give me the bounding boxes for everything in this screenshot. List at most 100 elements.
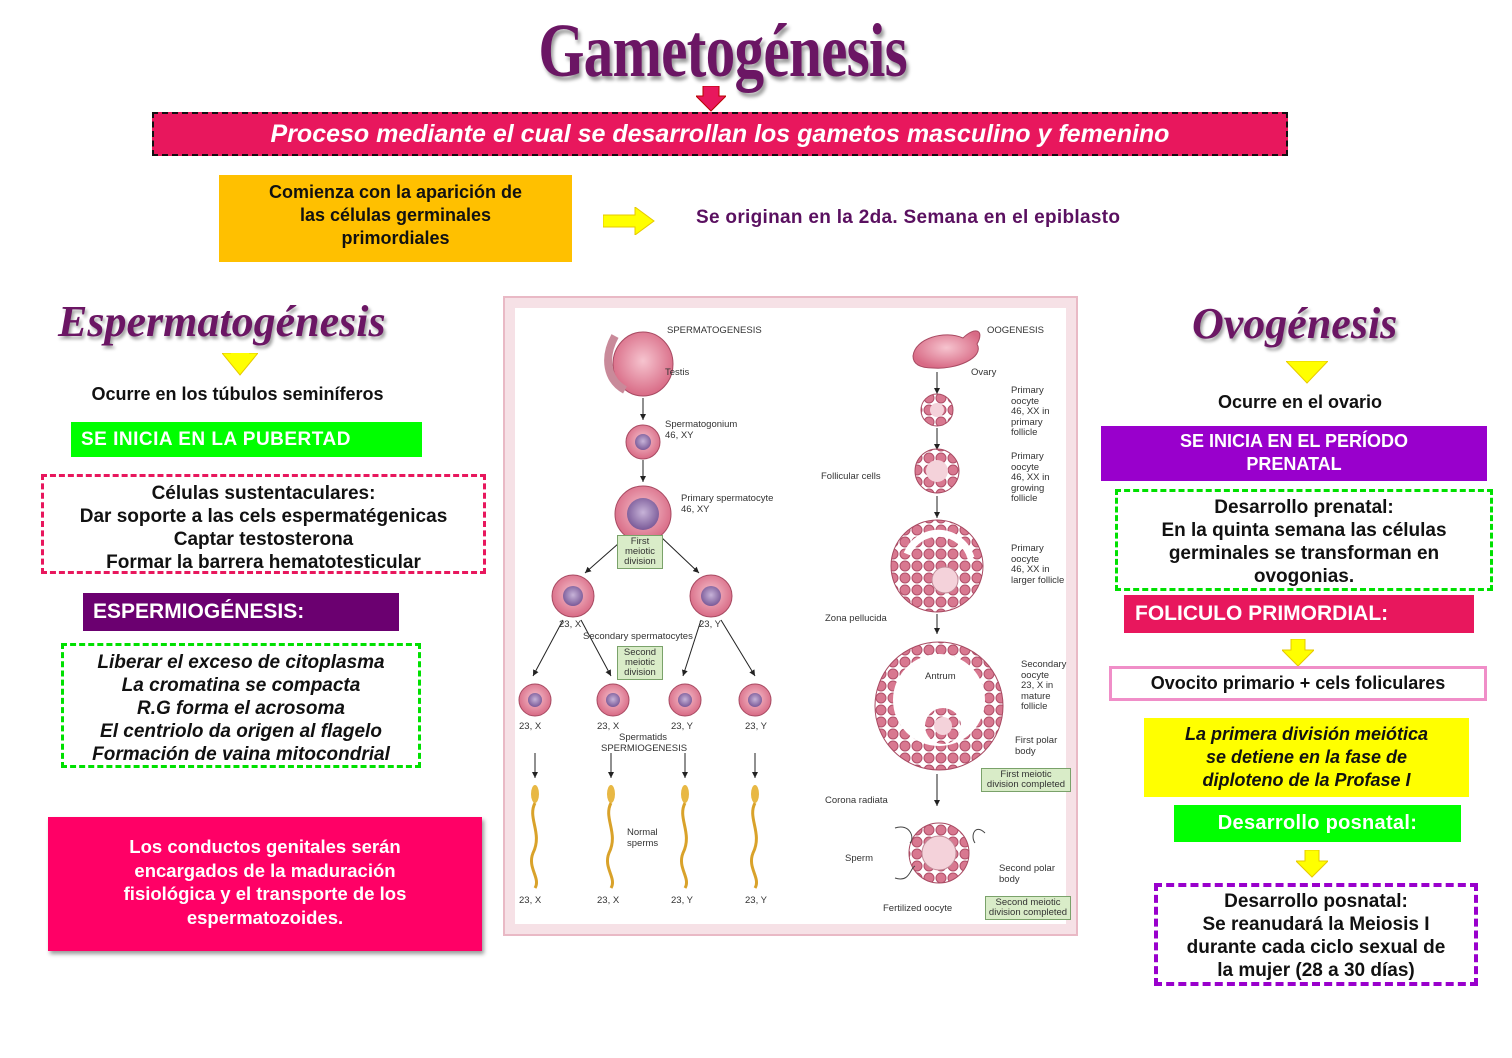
- fig-text: Second meiotic: [995, 897, 1061, 908]
- zona-pellucida-label: Zona pellucida: [825, 613, 887, 624]
- meiosis-arrest-box: La primera división meiótica se detiene …: [1144, 718, 1469, 797]
- fig-text: Primary spermatocyte: [681, 493, 774, 504]
- spermiogenesis-line: La cromatina se compacta: [121, 675, 361, 696]
- fig-text: Primary oocyte: [1011, 543, 1044, 565]
- sperm-location: Ocurre en los túbulos seminíferos: [91, 384, 384, 404]
- origin-box: Comienza con la aparición de las células…: [219, 175, 572, 262]
- spermiogenesis-box: Liberar el exceso de citoplasma La croma…: [61, 643, 421, 768]
- sertoli-line: Captar testosterona: [173, 529, 354, 550]
- arrow-right-icon: [603, 207, 655, 235]
- fig-text: Normal: [627, 827, 658, 838]
- chrom-label: 23, X: [597, 721, 620, 732]
- prenatal-line: En la quinta semana las células: [1161, 520, 1447, 541]
- fig-text: Primary oocyte: [1011, 385, 1044, 407]
- spermatids-label: Spermatids: [619, 732, 668, 743]
- primordial-follicle-title: FOLICULO PRIMORDIAL:: [1124, 595, 1474, 633]
- fertilized-oocyte-label: Fertilized oocyte: [883, 903, 953, 914]
- fig-text: meiotic: [624, 657, 656, 668]
- fig-text: Spermatogonium: [665, 419, 738, 430]
- fig-text: Primary oocyte: [1011, 451, 1044, 473]
- ducts-line: fisiológica y el transporte de los: [123, 883, 407, 904]
- postnatal-title-label: Desarrollo posnatal:: [1217, 812, 1418, 834]
- ducts-box: Los conductos genitales serán encargados…: [48, 817, 482, 951]
- fig-text: growing follicle: [1011, 482, 1045, 504]
- arrow-down-icon: [1296, 850, 1328, 878]
- definition-banner: Proceso mediante el cual se desarrollan …: [152, 112, 1288, 156]
- fig-text: division: [624, 556, 656, 567]
- origin-line: primordiales: [341, 228, 450, 248]
- primary-spermatocyte-cell: [614, 485, 672, 543]
- chrom-label: 23, X: [597, 895, 620, 906]
- testis-label: Testis: [665, 367, 690, 378]
- origin-note: Se originan en la 2da. Semana en el epib…: [696, 207, 1121, 228]
- postnatal-line: la mujer (28 a 30 días): [1217, 960, 1415, 981]
- spermiogenesis-title-label: ESPERMIOGÉNESIS:: [93, 600, 305, 623]
- larger-follicle: [890, 519, 984, 613]
- composition-label: Ovocito primario + cels foliculares: [1150, 673, 1446, 693]
- sertoli-box: Células sustentaculares: Dar soporte a l…: [41, 474, 486, 574]
- spermatogonium-cell: [625, 424, 661, 460]
- fig-text: 46, XY: [665, 429, 694, 441]
- fertilized-oocyte: [894, 822, 986, 884]
- origin-line: las células germinales: [299, 205, 492, 225]
- prenatal-line: ovogonias.: [1253, 566, 1355, 587]
- meiosis-line: se detiene en la fase de: [1205, 747, 1408, 767]
- sperm-cell: [606, 785, 615, 889]
- arrow-down-icon: [222, 353, 258, 377]
- meiosis-line: La primera división meiótica: [1184, 724, 1429, 744]
- chrom-label: 23, Y: [671, 895, 694, 906]
- fig-text: meiotic: [624, 546, 656, 557]
- testis-icon: [604, 331, 674, 397]
- sperm-start-badge: SE INICIA EN LA PUBERTAD: [71, 422, 422, 457]
- ducts-line: espermatozoides.: [186, 906, 344, 928]
- antrum-label: Antrum: [925, 671, 956, 682]
- growing-follicle: [914, 448, 960, 494]
- mature-follicle: [874, 641, 1004, 771]
- arrow-down-icon: [1286, 361, 1328, 385]
- sperm-label: Sperm: [845, 853, 873, 864]
- secondary-spermatocyte-cell: [551, 574, 595, 618]
- secondary-spermatocyte-cell: [689, 574, 733, 618]
- oogenesis-heading: Ovogénesis: [1192, 299, 1398, 348]
- postnatal-line: Desarrollo posnatal:: [1224, 891, 1408, 912]
- spermatogenesis-label: SPERMATOGENESIS: [667, 325, 762, 336]
- sperm-cell: [750, 785, 759, 889]
- fig-text: First: [630, 536, 650, 547]
- fig-text: mature follicle: [1021, 690, 1051, 712]
- fig-text: primary follicle: [1011, 416, 1043, 438]
- sertoli-line: Formar la barrera hematotesticular: [106, 552, 421, 573]
- fig-text: division completed: [986, 779, 1066, 790]
- postnatal-box: Desarrollo posnatal: Se reanudará la Mei…: [1154, 883, 1478, 986]
- origin-line: Comienza con la aparición de: [268, 182, 523, 202]
- fig-text: 46, XX in: [1011, 472, 1050, 483]
- fig-text: First meiotic: [1000, 769, 1052, 780]
- fig-text: division: [624, 667, 656, 678]
- spermatid-cell: [668, 683, 702, 717]
- meiosis-line: diploteno de la Profase I: [1202, 770, 1411, 790]
- fig-text: Secondary: [1021, 659, 1067, 670]
- chrom-label: 23, X: [559, 619, 582, 630]
- ducts-line: encargados de la maduración: [134, 859, 396, 881]
- fig-text: 46, XX in: [1011, 406, 1050, 417]
- sperm-start-label: SE INICIA EN LA PUBERTAD: [81, 429, 351, 450]
- fig-text: Second: [623, 647, 657, 658]
- spermatid-cell: [738, 683, 772, 717]
- sperm-cell: [530, 785, 539, 889]
- prenatal-box: Desarrollo prenatal: En la quinta semana…: [1115, 489, 1493, 591]
- primordial-follicle-label: FOLICULO PRIMORDIAL:: [1135, 602, 1389, 625]
- spermiogenesis-line: R.G forma el acrosoma: [136, 698, 346, 719]
- chrom-label: 23, Y: [699, 619, 722, 630]
- ovo-start-line: PRENATAL: [1246, 454, 1342, 474]
- chrom-label: 23, X: [519, 721, 542, 732]
- chrom-label: 23, Y: [745, 721, 768, 732]
- follicular-cells-label: Follicular cells: [821, 471, 881, 482]
